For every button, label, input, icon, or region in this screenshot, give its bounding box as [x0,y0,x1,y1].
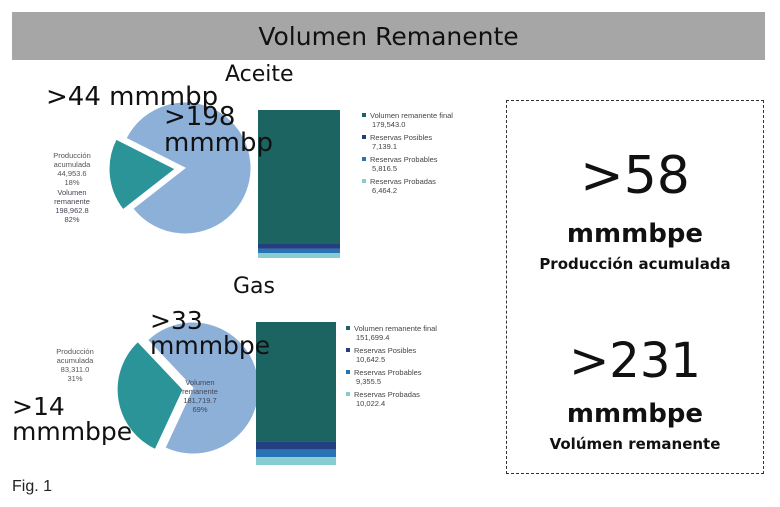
figure-label: Fig. 1 [12,478,53,495]
legend-value: 151,699.4 [356,333,389,342]
legend-marker [346,370,350,374]
pie-label-remaining: Volumen [57,188,86,197]
pie-label-remaining: 69% [192,405,207,414]
produced-value: >58 [580,146,690,206]
pie-slice-production [116,340,184,451]
legend-label: Reservas Probadas [354,390,420,399]
bar-segment-0 [258,110,340,244]
legend-label: Reservas Probadas [370,177,436,186]
remaining-value: >231 [569,333,701,389]
legend-label: Reservas Probables [370,155,438,164]
pie-label-production: Producción [56,347,94,356]
pie-slice-remaining [125,101,252,235]
pie-label-remaining: remanente [182,387,218,396]
pie-label-production: acumulada [54,160,92,169]
pie-label-remaining: 181,719.7 [183,396,216,405]
bar-segment-2 [256,449,336,458]
remaining-label: Volúmen remanente [549,435,721,453]
summary-box: >58 mmmbpe Producción acumulada >231 mmm… [506,100,764,474]
legend-value: 5,816.5 [372,164,397,173]
legend-marker [346,326,350,330]
legend-value: 10,642.5 [356,355,385,364]
legend-label: Reservas Probables [354,368,422,377]
pie-label-production: 44,953.6 [57,169,86,178]
produced-label: Producción acumulada [539,255,731,273]
remaining-unit: mmmbpe [566,399,704,429]
aceite-title: Aceite [225,62,294,87]
pie-label-remaining: remanente [54,197,90,206]
pie-slice-production [108,138,176,211]
legend-marker [346,348,350,352]
legend-marker [362,135,366,139]
pie-label-production: acumulada [57,356,95,365]
legend-marker [362,113,366,117]
bar-segment-0 [256,322,336,442]
annotation-aceite-prod: >44 mmmbp [46,82,219,112]
pie-label-remaining: Volumen [185,378,214,387]
legend-label: Reservas Posibles [370,133,432,142]
header-title: Volumen Remanente [12,12,765,60]
legend-label: Reservas Posibles [354,346,416,355]
pie-label-production: 18% [64,178,79,187]
bar-segment-1 [258,243,340,249]
annotation-gas-rem: >33 mmmbpe [150,306,271,360]
annotation-gas-prod: >14 mmmbpe [12,392,133,446]
bar-segment-3 [256,457,336,465]
legend-marker [362,179,366,183]
legend-value: 10,022.4 [356,399,385,408]
pie-label-remaining: 82% [64,215,79,224]
bar-segment-1 [256,441,336,450]
gas-title: Gas [233,274,275,299]
pie-label-production: Producción [53,151,91,160]
legend-value: 7,139.1 [372,142,397,151]
legend-value: 6,464.2 [372,186,397,195]
pie-label-production: 31% [67,374,82,383]
legend-value: 179,543.0 [372,120,405,129]
legend-marker [346,392,350,396]
annotation-aceite-rem: >198 mmmbp [164,102,273,158]
legend-label: Volumen remanente final [370,111,453,120]
bar-segment-3 [258,253,340,258]
pie-label-remaining: 198,962.8 [55,206,88,215]
pie-label-production: 83,311.0 [61,365,90,374]
produced-unit: mmmbpe [566,219,704,249]
legend-label: Volumen remanente final [354,324,437,333]
legend-value: 9,355.5 [356,377,381,386]
bar-segment-2 [258,248,340,254]
legend-marker [362,157,366,161]
